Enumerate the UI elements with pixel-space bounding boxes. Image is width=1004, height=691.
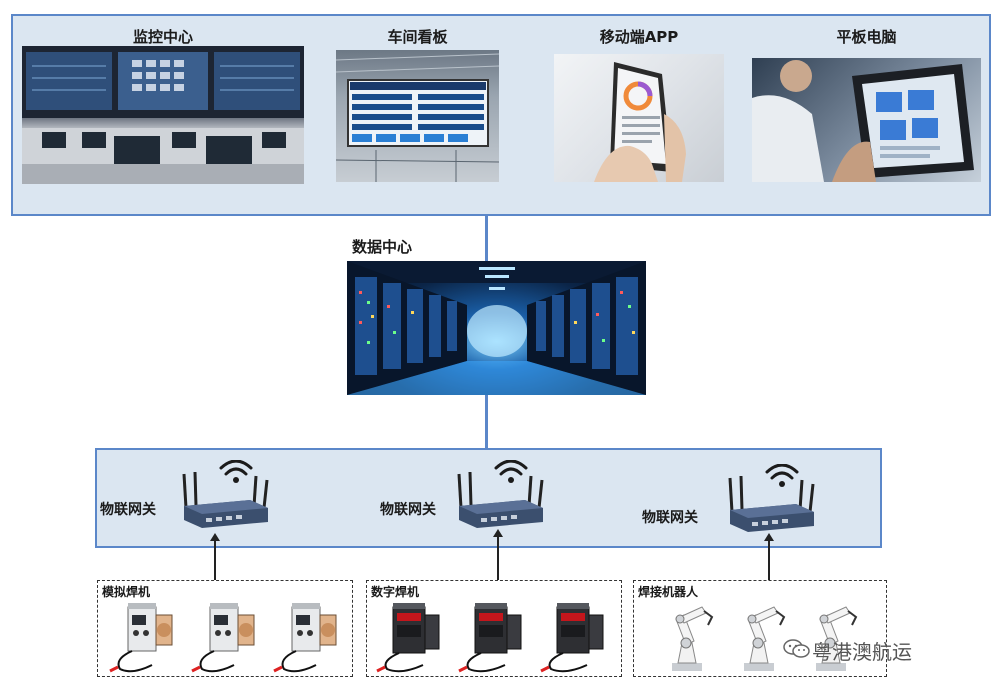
device-group-analog-welders: 模拟焊机 bbox=[97, 580, 353, 677]
iot-router-icon bbox=[180, 459, 270, 534]
welding-robot-icon bbox=[658, 599, 718, 679]
terminal-label: 平板电脑 bbox=[836, 28, 897, 46]
arrow-line bbox=[768, 540, 770, 581]
terminal-label: 移动端APP bbox=[599, 28, 679, 46]
server-room-photo bbox=[347, 261, 646, 395]
mobile-app-photo bbox=[554, 54, 724, 182]
device-group-welding-robots: 焊接机器人 bbox=[633, 580, 887, 677]
device-group-label: 模拟焊机 bbox=[102, 585, 151, 599]
watermark-text: 粤港澳航运 bbox=[812, 640, 912, 664]
workshop-board-photo bbox=[336, 50, 499, 182]
digital-welder-icon bbox=[375, 595, 451, 679]
terminal-panel: 监控中心 bbox=[11, 14, 991, 216]
welding-robot-icon bbox=[730, 599, 790, 679]
digital-welder-icon bbox=[539, 595, 615, 679]
iot-router-icon bbox=[455, 459, 545, 534]
gateway-label: 物联网关 bbox=[380, 502, 436, 518]
arrow-head bbox=[210, 533, 220, 541]
iot-router-icon bbox=[726, 463, 816, 538]
tablet-photo bbox=[752, 58, 981, 182]
digital-welder-icon bbox=[457, 595, 533, 679]
terminal-label: 监控中心 bbox=[132, 28, 193, 46]
analog-welder-icon bbox=[190, 599, 262, 679]
arrow-head bbox=[764, 533, 774, 541]
data-center-label: 数据中心 bbox=[352, 238, 413, 256]
arrow-line bbox=[497, 536, 499, 581]
gateway-label: 物联网关 bbox=[642, 510, 698, 526]
arrow-line bbox=[214, 540, 216, 581]
monitoring-center-photo bbox=[22, 46, 304, 184]
welding-robot-icon bbox=[802, 599, 862, 679]
device-group-label: 焊接机器人 bbox=[638, 585, 699, 599]
gateway-label: 物联网关 bbox=[100, 502, 156, 518]
connector-line bbox=[485, 216, 488, 262]
terminal-label: 车间看板 bbox=[387, 28, 448, 46]
connector-line bbox=[485, 395, 488, 449]
arrow-head bbox=[493, 529, 503, 537]
wechat-icon bbox=[783, 638, 811, 664]
device-group-label: 数字焊机 bbox=[371, 585, 420, 599]
analog-welder-icon bbox=[272, 599, 344, 679]
analog-welder-icon bbox=[108, 599, 180, 679]
device-group-digital-welders: 数字焊机 bbox=[366, 580, 622, 677]
